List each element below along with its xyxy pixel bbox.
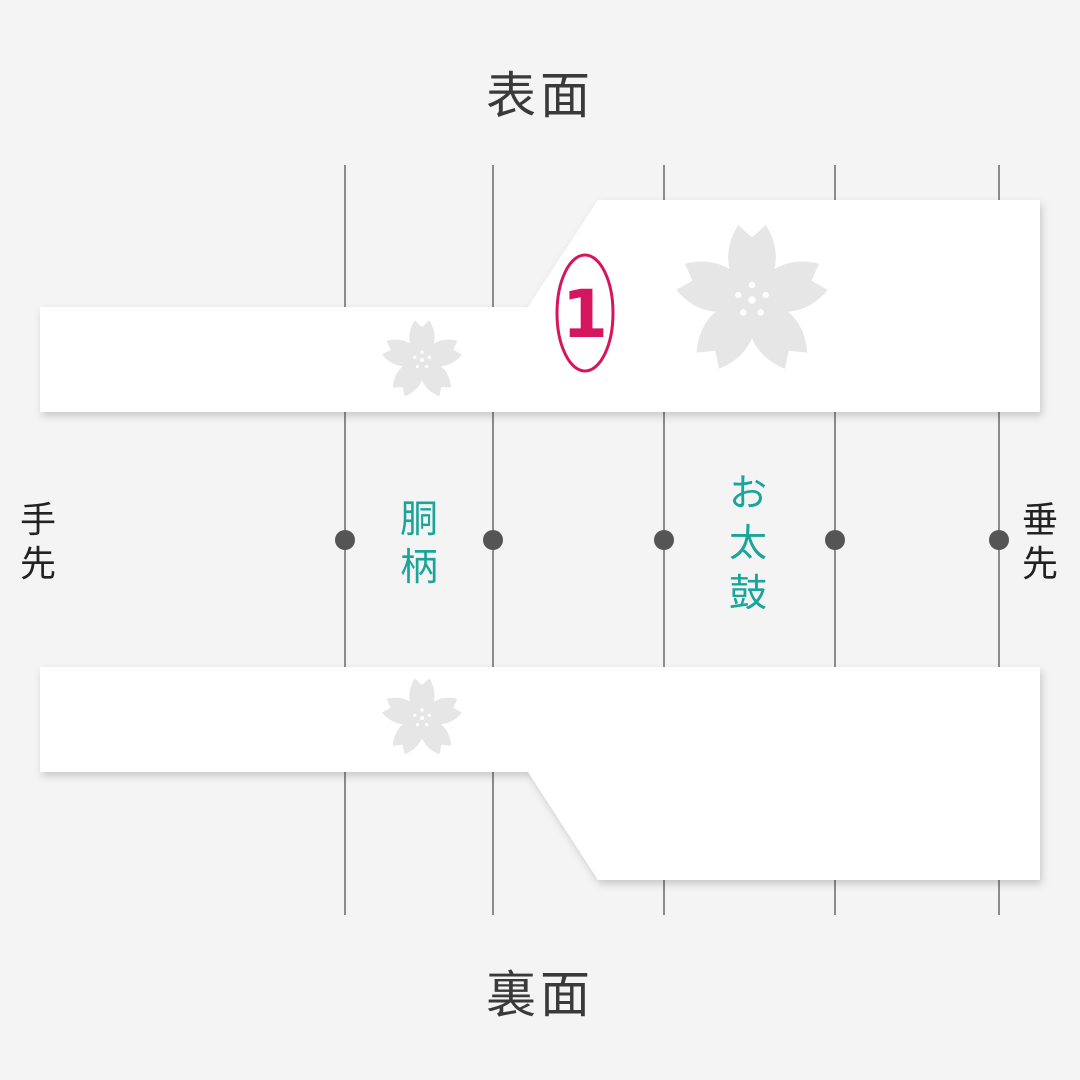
marker-oval bbox=[555, 253, 615, 373]
division-dots bbox=[335, 530, 1009, 550]
back-band bbox=[40, 667, 1040, 880]
division-dot bbox=[483, 530, 503, 550]
front-band bbox=[40, 200, 1040, 412]
division-dot bbox=[654, 530, 674, 550]
division-dot bbox=[989, 530, 1009, 550]
taiko-section-label: お太鼓 bbox=[729, 471, 767, 615]
right-end-label: 垂先 bbox=[1022, 500, 1058, 585]
division-dot bbox=[335, 530, 355, 550]
marker-number: 1 bbox=[562, 276, 608, 353]
division-dot bbox=[825, 530, 845, 550]
number-marker: 1 bbox=[555, 253, 615, 373]
do-section-label: 胴柄 bbox=[400, 497, 438, 589]
left-end-label: 手先 bbox=[20, 500, 56, 585]
front-title: 表面 bbox=[486, 67, 594, 125]
back-title: 裏面 bbox=[486, 966, 594, 1024]
